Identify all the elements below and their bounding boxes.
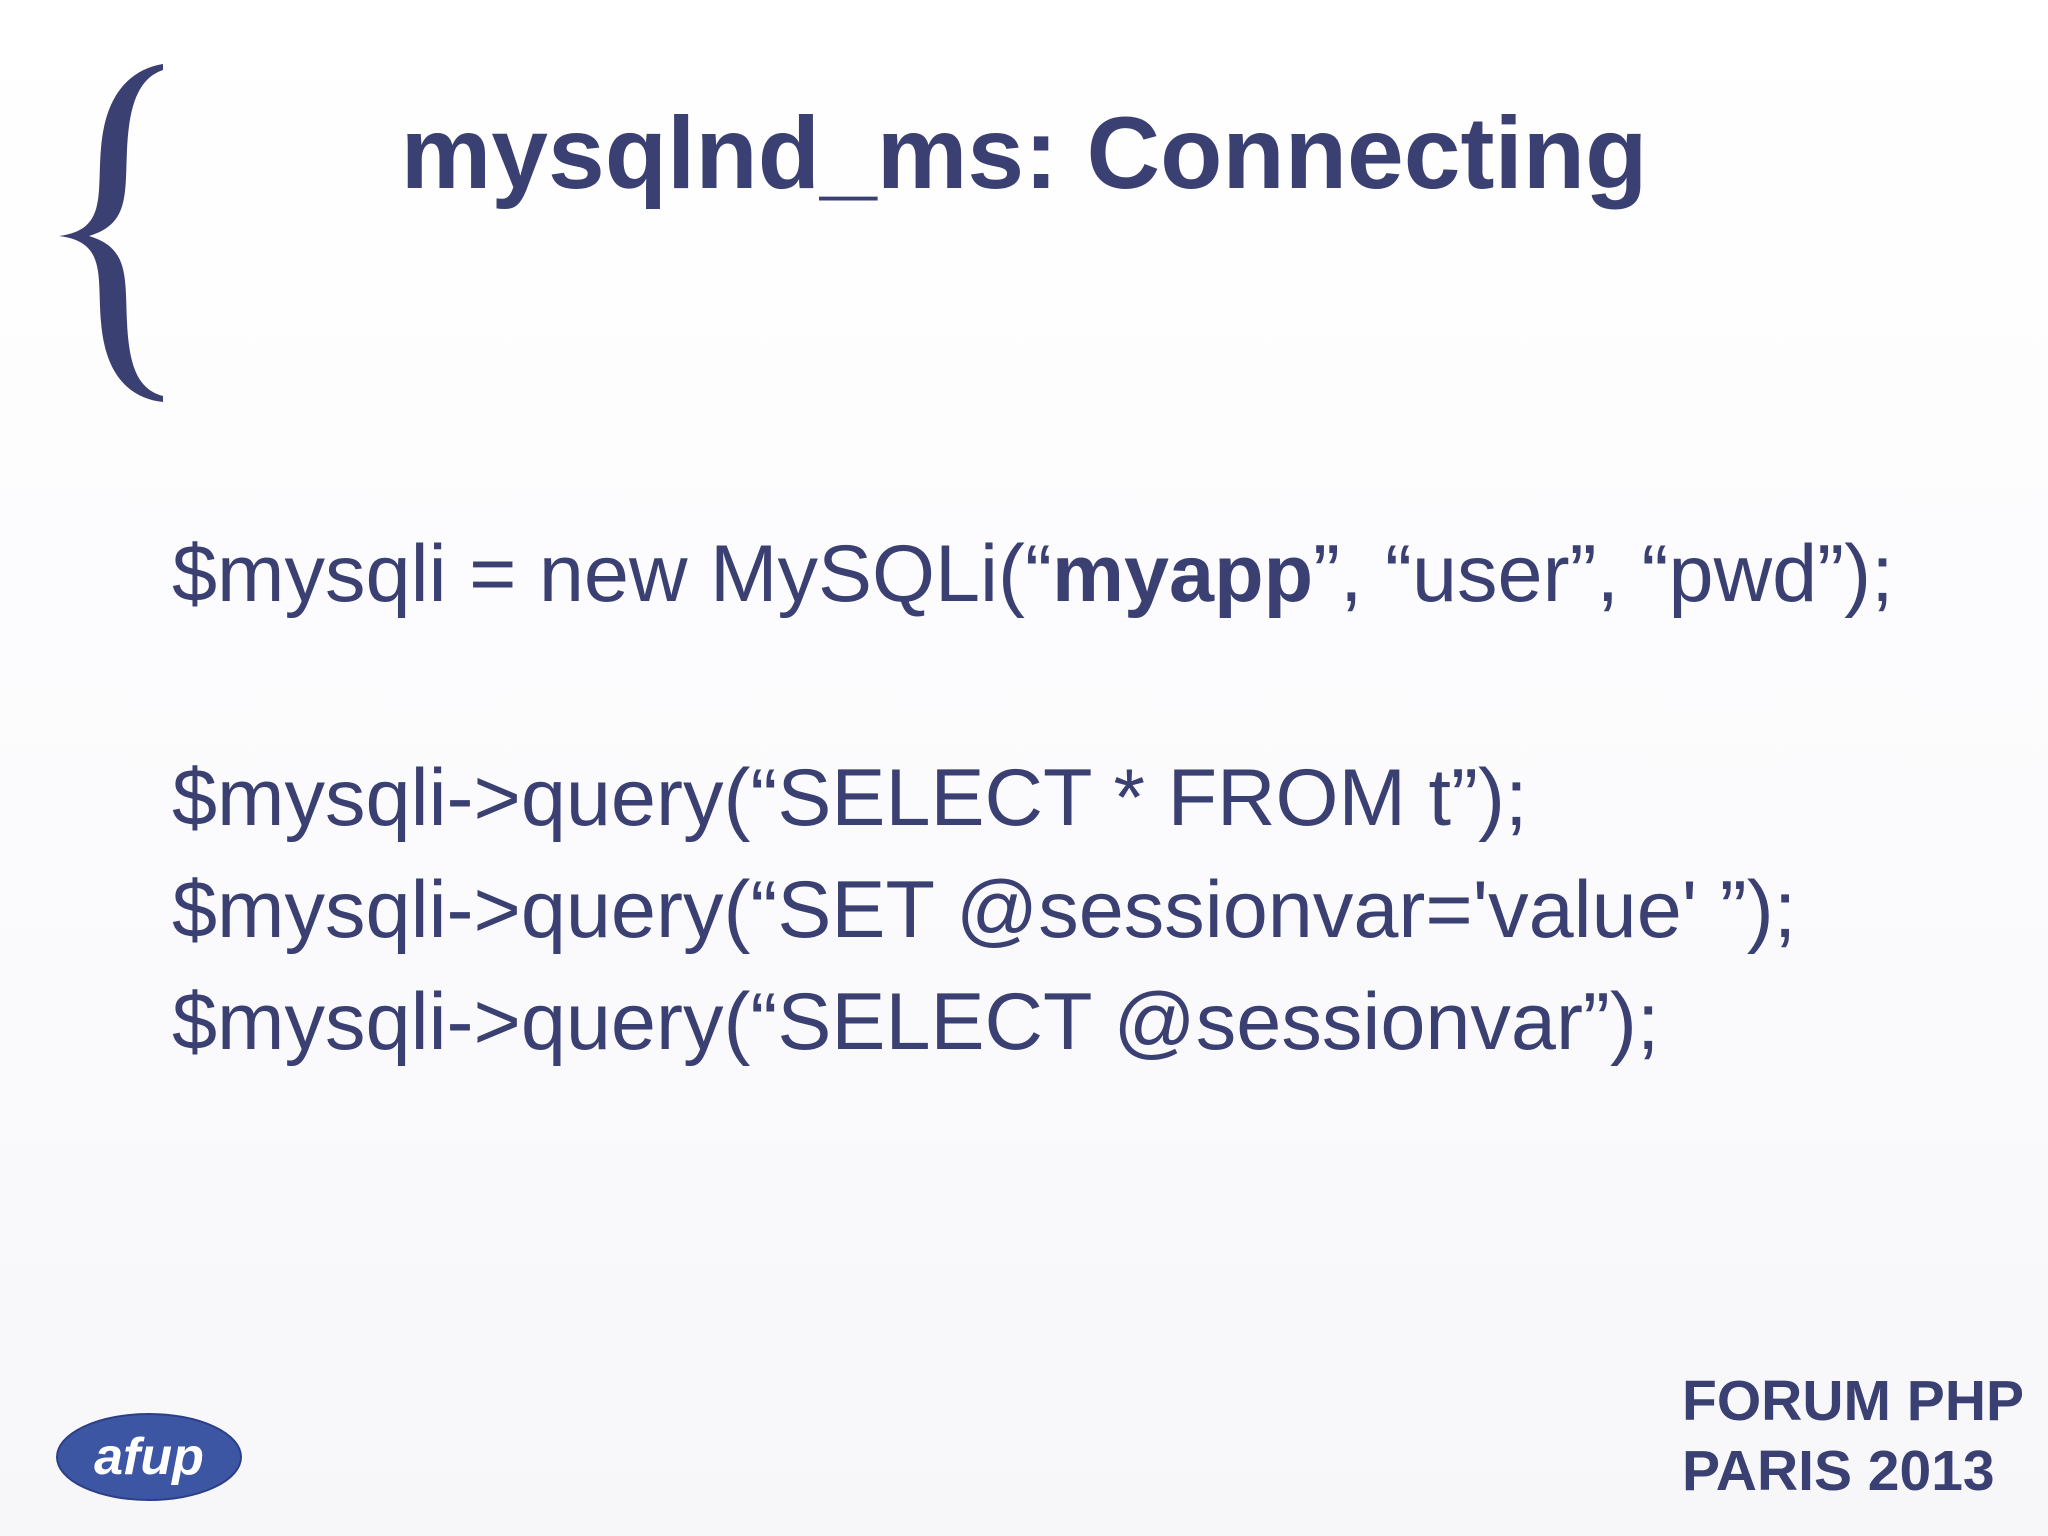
code-line-select-var: $mysqli->query(“SELECT @sessionvar”); [172, 977, 1660, 1067]
code-block: $mysqli = new MySQLi(“myapp”, “user”, “p… [172, 518, 2012, 1078]
code-line-connect-prefix: $mysqli = new MySQLi(“ [172, 529, 1052, 619]
code-line-connect-suffix: ”, “user”, “pwd”); [1313, 529, 1894, 619]
code-line-connect: $mysqli = new MySQLi(“myapp”, “user”, “p… [172, 518, 2012, 630]
code-line-set: $mysqli->query(“SET @sessionvar='value' … [172, 865, 1797, 955]
curly-brace-icon [59, 64, 163, 402]
event-name: FORUM PHP [1682, 1369, 2024, 1433]
event-label: FORUM PHP PARIS 2013 [1682, 1366, 2042, 1506]
code-line-select: $mysqli->query(“SELECT * FROM t”); [172, 753, 1528, 843]
afup-logo-text: afup [94, 1428, 204, 1486]
event-location-year: PARIS 2013 [1682, 1439, 1995, 1503]
afup-logo: afup [56, 1413, 242, 1501]
slide-title: mysqlnd_ms: Connecting [400, 96, 1648, 210]
code-line-connect-host: myapp [1051, 529, 1314, 619]
